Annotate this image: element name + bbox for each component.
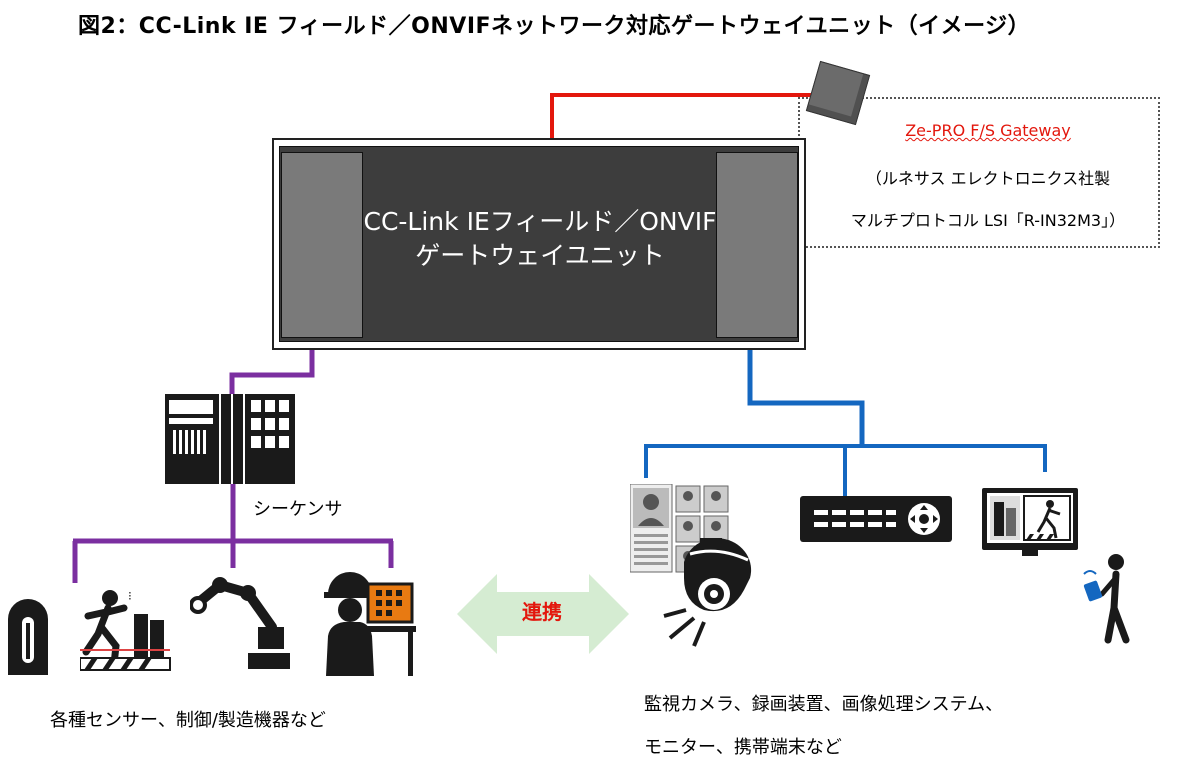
robot-arm-icon (190, 577, 290, 669)
monitor-icon (982, 488, 1078, 556)
chip-lsi: マルチプロトコル LSI「R-IN32M3」） (850, 211, 1126, 230)
mobile-user-icon (1083, 554, 1130, 644)
operator-terminal-icon (324, 572, 416, 676)
onvif-uplink (747, 350, 865, 444)
plc-label: シーケンサ (253, 499, 343, 520)
worker-safety-icon: ⁝ (80, 589, 171, 671)
cc-link-uplink (229, 350, 315, 398)
collaboration-arrow (457, 574, 629, 654)
right-caption-line2: モニター、携帯端末など (644, 737, 842, 758)
chip-link-line (550, 93, 812, 138)
svg-text:⁝: ⁝ (128, 589, 132, 603)
chip-maker: （ルネサス エレクトロニクス社製 (865, 169, 1111, 188)
recorder-icon (800, 496, 952, 542)
gateway-label-line1: CC-Link IEフィールド／ONVIF (363, 207, 717, 236)
right-caption-line1: 監視カメラ、録画装置、画像処理システム、 (644, 694, 1004, 715)
dome-camera-icon (663, 538, 752, 647)
collaboration-label: 連携 (522, 600, 562, 624)
gateway-unit (279, 146, 799, 342)
left-caption: 各種センサー、制御/製造機器など (50, 710, 326, 731)
chip-product-name: Ze-PRO F/S Gateway (905, 121, 1071, 140)
gateway-label: CC-Link IEフィールド／ONVIF ゲートウェイユニット (330, 205, 750, 273)
gateway-left-panel (281, 152, 363, 338)
diagram-title: 図2：CC-Link IE フィールド／ONVIFネットワーク対応ゲートウェイユ… (78, 14, 1031, 39)
gateway-right-panel (716, 152, 798, 338)
gateway-label-line2: ゲートウェイユニット (415, 241, 665, 270)
sensor-icon (8, 599, 48, 675)
plc-icon (165, 394, 295, 484)
